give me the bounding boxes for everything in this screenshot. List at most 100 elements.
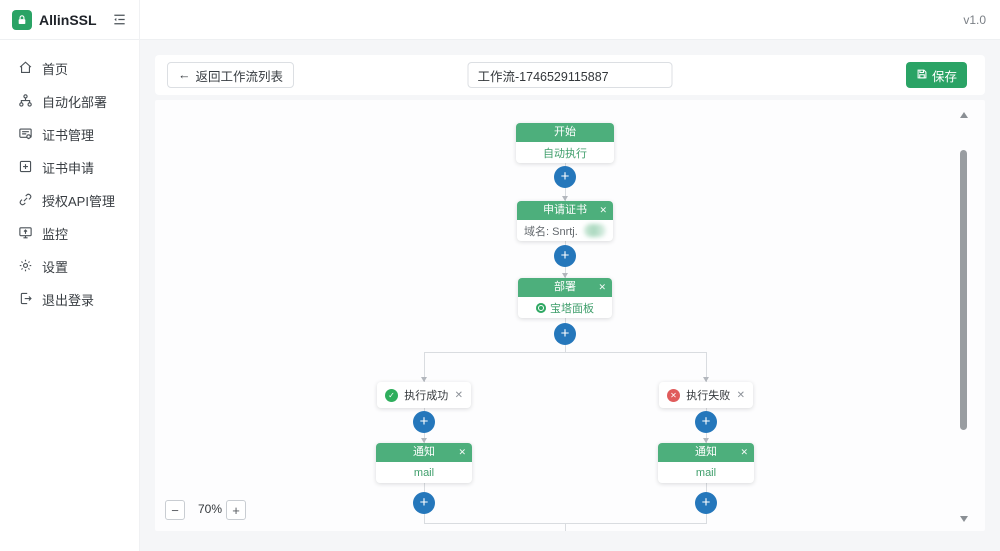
node-start-header: 开始 bbox=[516, 123, 614, 142]
node-start-body: 自动执行 bbox=[543, 147, 587, 160]
gear-icon bbox=[18, 258, 33, 276]
sidebar-item-label: 设置 bbox=[42, 260, 69, 275]
sidebar-item-label: 授权API管理 bbox=[42, 194, 115, 209]
sidebar-item-cert-manage[interactable]: 证书管理 bbox=[0, 118, 139, 151]
add-step-button[interactable]: + bbox=[695, 492, 717, 514]
close-icon[interactable]: ✕ bbox=[599, 205, 607, 215]
add-step-button[interactable]: + bbox=[554, 323, 576, 345]
arrow-down-icon bbox=[421, 438, 427, 443]
node-notify-title: 通知 bbox=[413, 446, 435, 458]
branch-execution-success[interactable]: ✓ 执行成功 ✕ bbox=[377, 382, 471, 408]
baota-panel-icon bbox=[536, 302, 546, 313]
sidebar-item-label: 首页 bbox=[42, 62, 69, 77]
zoom-level-label: 70% bbox=[197, 502, 223, 516]
monitor-icon bbox=[18, 225, 33, 243]
scroll-up-icon[interactable] bbox=[960, 112, 968, 118]
sidebar-item-label: 证书管理 bbox=[42, 128, 95, 143]
save-icon bbox=[916, 68, 928, 83]
sidebar-item-monitor[interactable]: 监控 bbox=[0, 217, 139, 250]
zoom-out-button[interactable]: − bbox=[165, 500, 185, 520]
close-icon[interactable]: ✕ bbox=[740, 447, 748, 457]
sidebar-item-settings[interactable]: 设置 bbox=[0, 250, 139, 283]
add-step-button[interactable]: + bbox=[413, 492, 435, 514]
sidebar-nav: 首页 自动化部署 证书管理 证书申请 授权API管理 监控 设置 退出登录 bbox=[0, 40, 139, 316]
sidebar: AllinSSL 首页 自动化部署 证书管理 证书申请 授权API管理 监控 bbox=[0, 0, 140, 551]
branch-success-label: 执行成功 bbox=[404, 390, 449, 402]
workflow-toolbar: ← 返回工作流列表 保存 bbox=[155, 55, 985, 95]
node-deploy[interactable]: 部署 ✕ 宝塔面板 bbox=[518, 278, 612, 318]
node-notify-header: 通知 ✕ bbox=[658, 443, 754, 462]
workflow-canvas[interactable]: 开始 自动执行 + 申请证书 ✕ 域名: Snrtj. + 部署 ✕ 宝塔面板 … bbox=[155, 100, 985, 531]
connector-line bbox=[565, 523, 566, 531]
plus-icon: + bbox=[419, 413, 429, 430]
close-icon[interactable]: ✕ bbox=[598, 282, 606, 292]
branch-fail-label: 执行失败 bbox=[686, 390, 731, 402]
sidebar-logo-row: AllinSSL bbox=[0, 0, 139, 40]
app-logo: AllinSSL bbox=[12, 9, 97, 30]
node-notify-title: 通知 bbox=[695, 446, 717, 458]
node-notify-header: 通知 ✕ bbox=[376, 443, 472, 462]
vertical-scrollbar-thumb[interactable] bbox=[960, 150, 967, 430]
sidebar-item-logout[interactable]: 退出登录 bbox=[0, 283, 139, 316]
save-button[interactable]: 保存 bbox=[905, 62, 967, 88]
arrow-down-icon bbox=[421, 377, 427, 382]
workflow-title-input[interactable] bbox=[467, 62, 673, 88]
certificate-icon bbox=[18, 126, 33, 144]
lock-logo-icon bbox=[12, 9, 32, 30]
sidebar-item-label: 证书申请 bbox=[42, 161, 95, 176]
connector-line bbox=[424, 352, 425, 382]
back-to-workflow-list-button[interactable]: ← 返回工作流列表 bbox=[167, 62, 295, 88]
success-check-icon: ✓ bbox=[385, 388, 398, 402]
plus-icon: + bbox=[419, 494, 429, 511]
plus-icon: + bbox=[232, 502, 240, 518]
node-notify-success[interactable]: 通知 ✕ mail bbox=[376, 443, 472, 483]
node-deploy-body: 宝塔面板 bbox=[518, 297, 612, 318]
domain-label: 域名: Snrtj. bbox=[524, 225, 578, 238]
node-apply-header: 申请证书 ✕ bbox=[517, 201, 613, 220]
node-notify-fail[interactable]: 通知 ✕ mail bbox=[658, 443, 754, 483]
connector-line bbox=[424, 352, 707, 353]
node-start-title: 开始 bbox=[554, 126, 576, 138]
app-name: AllinSSL bbox=[39, 11, 97, 28]
node-deploy-header: 部署 ✕ bbox=[518, 278, 612, 297]
arrow-down-icon bbox=[703, 377, 709, 382]
close-icon[interactable]: ✕ bbox=[736, 389, 745, 401]
sidebar-item-home[interactable]: 首页 bbox=[0, 52, 139, 85]
fail-cross-icon: ✕ bbox=[667, 388, 680, 402]
add-step-button[interactable]: + bbox=[413, 411, 435, 433]
add-step-button[interactable]: + bbox=[554, 166, 576, 188]
sidebar-item-label: 监控 bbox=[42, 227, 69, 242]
sidebar-item-api-manage[interactable]: 授权API管理 bbox=[0, 184, 139, 217]
plus-icon: + bbox=[560, 325, 570, 342]
sidebar-collapse-icon[interactable] bbox=[112, 12, 127, 27]
deploy-provider-label: 宝塔面板 bbox=[550, 302, 594, 315]
sidebar-item-cert-apply[interactable]: 证书申请 bbox=[0, 151, 139, 184]
arrow-down-icon bbox=[562, 196, 568, 201]
node-apply-certificate[interactable]: 申请证书 ✕ 域名: Snrtj. bbox=[517, 201, 613, 241]
scroll-down-icon[interactable] bbox=[960, 516, 968, 522]
node-start[interactable]: 开始 自动执行 bbox=[516, 123, 614, 163]
home-icon bbox=[18, 60, 33, 78]
plus-icon: + bbox=[701, 494, 711, 511]
link-icon bbox=[18, 192, 33, 210]
redacted-domain bbox=[583, 224, 606, 237]
back-button-label: 返回工作流列表 bbox=[195, 69, 284, 84]
branch-execution-fail[interactable]: ✕ 执行失败 ✕ bbox=[659, 382, 753, 408]
close-icon[interactable]: ✕ bbox=[458, 447, 466, 457]
arrow-down-icon bbox=[562, 273, 568, 278]
node-deploy-title: 部署 bbox=[554, 281, 576, 293]
back-arrow-icon: ← bbox=[178, 68, 191, 82]
sidebar-item-auto-deploy[interactable]: 自动化部署 bbox=[0, 85, 139, 118]
close-icon[interactable]: ✕ bbox=[454, 389, 463, 401]
sidebar-item-label: 自动化部署 bbox=[42, 95, 108, 110]
connector-line bbox=[706, 352, 707, 382]
app-version: v1.0 bbox=[963, 12, 986, 27]
plus-icon: + bbox=[560, 168, 570, 185]
add-step-button[interactable]: + bbox=[554, 245, 576, 267]
plus-icon: + bbox=[701, 413, 711, 430]
arrow-down-icon bbox=[703, 438, 709, 443]
zoom-in-button[interactable]: + bbox=[226, 500, 246, 520]
add-square-icon bbox=[18, 159, 33, 177]
workflow-icon bbox=[18, 93, 33, 111]
add-step-button[interactable]: + bbox=[695, 411, 717, 433]
